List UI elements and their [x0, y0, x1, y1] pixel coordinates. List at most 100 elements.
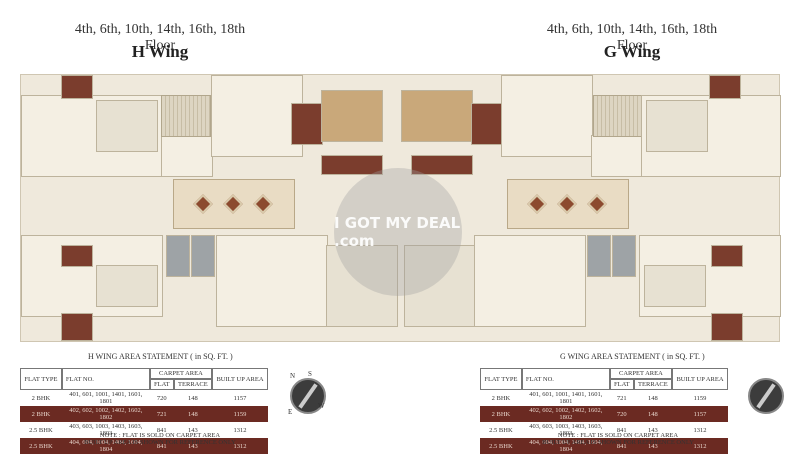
cell: 2 BHK	[20, 406, 62, 422]
cell: 2.5 BHK	[480, 422, 522, 438]
header-flat: FLAT	[149, 379, 174, 390]
room	[401, 90, 473, 142]
room	[96, 100, 158, 152]
room	[211, 75, 303, 157]
room	[216, 235, 328, 327]
header-flat-no: FLAT NO.	[61, 368, 150, 390]
cell: 1312	[211, 422, 268, 438]
staircase	[593, 95, 643, 137]
room	[474, 235, 586, 327]
compass-e-label: E	[288, 408, 293, 416]
room	[646, 100, 708, 152]
note-line-1: NOTE : FLAT IS SOLD ON CARPET AREA	[557, 432, 679, 439]
room	[404, 245, 476, 327]
floor-plan	[20, 74, 781, 342]
compass-needle	[298, 383, 318, 409]
room	[471, 103, 503, 145]
lift	[166, 235, 190, 277]
room	[161, 135, 213, 177]
g-wing-floors: 4th, 6th, 10th, 14th, 16th, 18th Floor	[546, 22, 718, 53]
h-wing-title: H Wing	[131, 42, 189, 61]
lift	[612, 235, 636, 277]
compass-w-label: W	[318, 402, 325, 410]
room	[644, 265, 706, 307]
room	[711, 245, 743, 267]
cell: 721	[149, 406, 174, 422]
cell: 143	[633, 422, 672, 438]
header-flat-no: FLAT NO.	[521, 368, 610, 390]
compass-s-label: S	[308, 370, 312, 378]
room	[61, 313, 93, 341]
cell: 1159	[671, 390, 728, 406]
cell: 143	[173, 422, 212, 438]
header-builtup: BUILT UP AREA	[211, 368, 268, 390]
cell: 404, 604, 1004, 1404, 1604, 1804	[521, 438, 610, 454]
room	[61, 245, 93, 267]
header-terrace: TERRACE	[633, 379, 672, 390]
cell: 148	[633, 406, 672, 422]
cell: 841	[149, 438, 174, 454]
cell: 841	[609, 438, 634, 454]
compass-right	[748, 378, 784, 414]
header-carpet-area: CARPET AREA	[609, 368, 672, 379]
room	[291, 103, 323, 145]
cell: 1312	[671, 422, 728, 438]
g-wing-note: NOTE : FLAT IS SOLD ON CARPET AREA BUILT…	[498, 432, 738, 446]
cell: 402, 602, 1002, 1402, 1602, 1802	[521, 406, 610, 422]
watermark-logo: I GOT MY DEAL .com	[334, 168, 462, 296]
room	[411, 155, 473, 175]
cell: 403, 603, 1003, 1403, 1603, 1803	[61, 422, 150, 438]
cell: 2 BHK	[480, 390, 522, 406]
room	[711, 313, 743, 341]
h-wing-floors: 4th, 6th, 10th, 14th, 16th, 18th Floor	[74, 22, 246, 53]
cell: 841	[149, 422, 174, 438]
note-line-1: NOTE : FLAT IS SOLD ON CARPET AREA	[99, 432, 221, 439]
note-line-2: BUILT UP AREA IS SHOWN FOR REFERENCE ONL…	[542, 439, 694, 446]
cell: 720	[149, 390, 174, 406]
header-flat-type: FLAT TYPE	[480, 368, 522, 390]
header-builtup: BUILT UP AREA	[671, 368, 728, 390]
cell: 841	[609, 422, 634, 438]
room	[501, 75, 593, 157]
cell: 1157	[671, 406, 728, 422]
cell: 403, 603, 1003, 1403, 1603, 1803	[521, 422, 610, 438]
cell: 401, 601, 1001, 1401, 1601, 1801	[521, 390, 610, 406]
cell: 2 BHK	[480, 406, 522, 422]
cell: 143	[173, 438, 212, 454]
header-carpet-area: CARPET AREA	[149, 368, 212, 379]
cell: 720	[609, 406, 634, 422]
g-wing-statement-title: G WING AREA STATEMENT ( in SQ. FT. )	[560, 352, 705, 361]
h-wing-statement-title: H WING AREA STATEMENT ( in SQ. FT. )	[88, 352, 233, 361]
g-wing-title: G Wing	[603, 42, 661, 61]
cell: 2.5 BHK	[480, 438, 522, 454]
header-terrace: TERRACE	[173, 379, 212, 390]
note-line-2: BUILT UP AREA IS SHOWN FOR REFERENCE ONL…	[84, 439, 236, 446]
h-wing-area-table: FLAT TYPE FLAT NO. CARPET AREA BUILT UP …	[20, 368, 268, 454]
room	[321, 90, 383, 142]
cell: 2 BHK	[20, 390, 62, 406]
compass-left	[290, 378, 326, 414]
cell: 2.5 BHK	[20, 422, 62, 438]
watermark-text: I GOT MY DEAL .com	[334, 214, 461, 250]
cell: 143	[633, 438, 672, 454]
cell: 148	[173, 406, 212, 422]
lift	[587, 235, 611, 277]
room	[709, 75, 741, 99]
compass-needle	[756, 383, 776, 409]
room	[326, 245, 398, 327]
h-wing-note: NOTE : FLAT IS SOLD ON CARPET AREA BUILT…	[40, 432, 280, 446]
room	[591, 135, 643, 177]
cell: 148	[173, 390, 212, 406]
cell: 404, 604, 1004, 1404, 1604, 1804	[61, 438, 150, 454]
cell: 1312	[211, 438, 268, 454]
cell: 401, 601, 1001, 1401, 1601, 1801	[61, 390, 150, 406]
room	[61, 75, 93, 99]
cell: 1159	[211, 406, 268, 422]
